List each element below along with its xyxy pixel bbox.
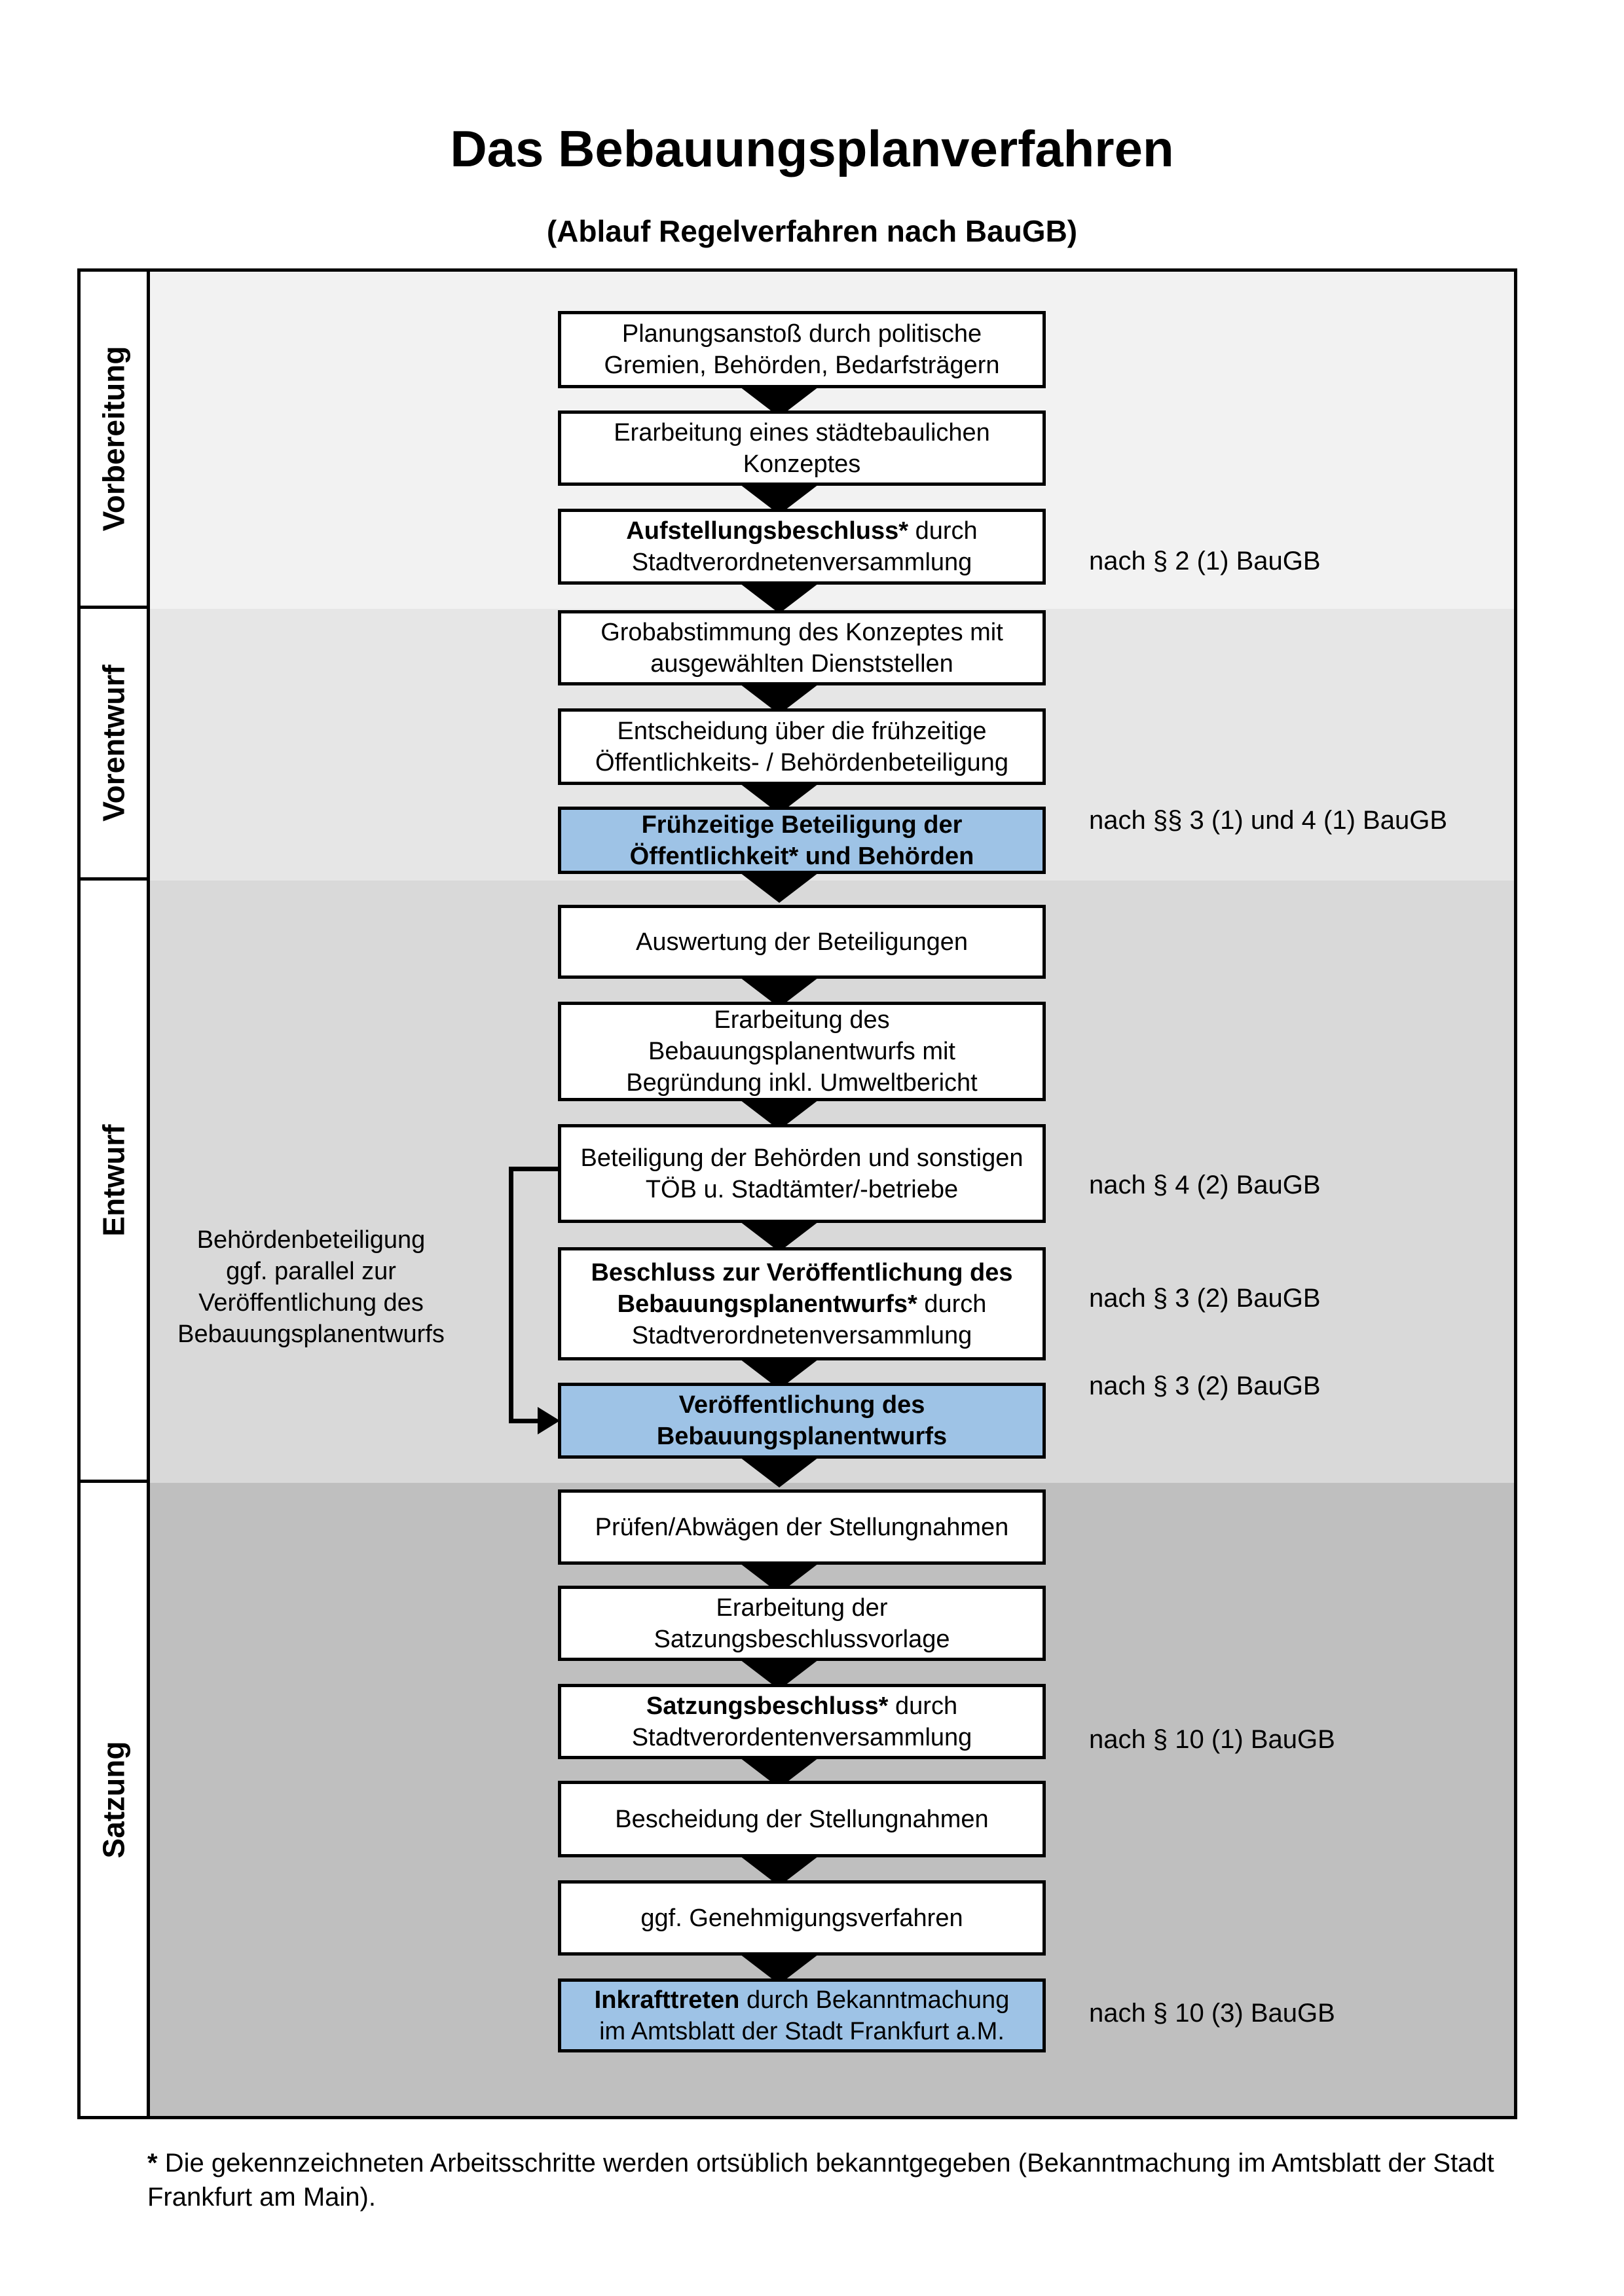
step-text-satzungsbeschluss: Satzungsbeschluss* — [646, 1692, 889, 1720]
phase-label-satzung: Satzung — [96, 1741, 131, 1858]
step-text-planungsanstoss: Planungsanstoß durch politische Gremien,… — [604, 320, 1000, 379]
law-ref-behoerdenbeteiligung: nach § 4 (2) BauGB — [1089, 1171, 1321, 1199]
phase-cell-satzung: Satzung — [81, 1483, 147, 2116]
step-text-satzungsbeschluss: durch Stadtverordentenversammlung — [631, 1692, 972, 1751]
step-box-satzungsbeschluss: Satzungsbeschluss* durch Stadtverordente… — [558, 1684, 1046, 1759]
step-text-veroeffentlichung-entwurf: Veröffentlichung des Bebauungsplanentwur… — [656, 1391, 948, 1450]
law-ref-aufstellungsbeschluss: nach § 2 (1) BauGB — [1089, 547, 1321, 575]
law-ref-satzungsbeschluss: nach § 10 (1) BauGB — [1089, 1725, 1335, 1754]
step-box-aufstellungsbeschluss: Aufstellungsbeschluss* durch Stadtverord… — [558, 509, 1046, 585]
step-text-bescheidung: Bescheidung der Stellungnahmen — [615, 1805, 989, 1833]
footnote-text: Die gekennzeichneten Arbeitsschritte wer… — [147, 2149, 1494, 2212]
step-text-auswertung-beteiligungen: Auswertung der Beteiligungen — [635, 928, 968, 956]
parallel-connector-bottom-segment — [509, 1419, 539, 1423]
step-text-inkrafttreten: Inkrafttreten — [594, 1986, 740, 2014]
step-box-satzungsbeschlussvorlage: Erarbeitung der Satzungsbeschlussvorlage — [558, 1586, 1046, 1661]
phase-label-vorbereitung: Vorbereitung — [96, 346, 131, 532]
step-text-genehmigungsverfahren: ggf. Genehmigungsverfahren — [640, 1904, 963, 1932]
step-box-veroeffentlichungsbeschluss: Beschluss zur Veröffentlichung des Bebau… — [558, 1247, 1046, 1360]
step-box-erarbeitung-entwurf: Erarbeitung des Bebauungsplanentwurfs mi… — [558, 1002, 1046, 1101]
step-text-pruefen-abwaegen: Prüfen/Abwägen der Stellungnahmen — [595, 1513, 1009, 1541]
step-box-inkrafttreten: Inkrafttreten durch Bekanntmachung im Am… — [558, 1978, 1046, 2052]
step-box-grobabstimmung: Grobabstimmung des Konzeptes mit ausgewä… — [558, 610, 1046, 685]
page-title: Das Bebauungsplanverfahren — [450, 120, 1174, 177]
step-box-genehmigungsverfahren: ggf. Genehmigungsverfahren — [558, 1880, 1046, 1956]
flow-arrow-down-icon — [740, 583, 819, 613]
step-text-satzungsbeschlussvorlage: Erarbeitung der Satzungsbeschlussvorlage — [654, 1594, 950, 1653]
parallel-procedure-note: Behördenbeteiligung ggf. parallel zur Ve… — [177, 1226, 445, 1348]
step-box-planungsanstoss: Planungsanstoß durch politische Gremien,… — [558, 311, 1046, 388]
phase-cell-vorbereitung: Vorbereitung — [81, 272, 147, 609]
step-box-auswertung-beteiligungen: Auswertung der Beteiligungen — [558, 905, 1046, 979]
parallel-connector-arrowhead-icon — [538, 1407, 560, 1434]
page-subtitle: (Ablauf Regelverfahren nach BauGB) — [546, 214, 1078, 248]
step-box-entscheidung-beteiligung: Entscheidung über die frühzeitige Öffent… — [558, 708, 1046, 785]
law-ref-veroeffentlichungsbeschluss: nach § 3 (2) BauGB — [1089, 1284, 1321, 1313]
step-text-veroeffentlichungsbeschluss: Beschluss zur Veröffentlichung des Bebau… — [591, 1258, 1013, 1318]
step-box-fruehzeitige-beteiligung: Frühzeitige Beteiligung der Öffentlichke… — [558, 807, 1046, 874]
step-text-aufstellungsbeschluss: Aufstellungsbeschluss* — [626, 517, 909, 545]
step-text-entscheidung-beteiligung: Entscheidung über die frühzeitige Öffent… — [595, 717, 1008, 776]
step-box-behoerdenbeteiligung: Beteiligung der Behörden und sonstigen T… — [558, 1124, 1046, 1223]
phase-label-vorentwurf: Vorentwurf — [96, 665, 131, 822]
flow-arrow-down-icon — [740, 1222, 819, 1252]
footnote: * Die gekennzeichneten Arbeitsschritte w… — [147, 2146, 1506, 2214]
step-box-bescheidung: Bescheidung der Stellungnahmen — [558, 1781, 1046, 1857]
footnote-marker: * — [147, 2149, 158, 2178]
phase-cell-entwurf: Entwurf — [81, 881, 147, 1483]
step-box-pruefen-abwaegen: Prüfen/Abwägen der Stellungnahmen — [558, 1489, 1046, 1565]
flow-arrow-down-icon — [740, 873, 819, 903]
step-text-staedtebauliches-konzept: Erarbeitung eines städtebaulichen Konzep… — [614, 418, 990, 478]
step-text-aufstellungsbeschluss: durch Stadtverordnetenversammlung — [631, 517, 978, 576]
step-box-veroeffentlichung-entwurf: Veröffentlichung des Bebauungsplanentwur… — [558, 1383, 1046, 1459]
step-box-staedtebauliches-konzept: Erarbeitung eines städtebaulichen Konzep… — [558, 410, 1046, 486]
step-text-inkrafttreten: durch Bekanntmachung im Amtsblatt der St… — [599, 1986, 1010, 2045]
step-text-veroeffentlichungsbeschluss: durch Stadtverordnetenversammlung — [631, 1290, 987, 1349]
parallel-connector-top-segment — [509, 1167, 558, 1171]
law-ref-veroeffentlichung-entwurf: nach § 3 (2) BauGB — [1089, 1372, 1321, 1400]
step-text-grobabstimmung: Grobabstimmung des Konzeptes mit ausgewä… — [600, 618, 1003, 678]
flow-arrow-down-icon — [740, 1457, 819, 1487]
step-text-fruehzeitige-beteiligung: Frühzeitige Beteiligung der Öffentlichke… — [629, 811, 974, 870]
step-text-erarbeitung-entwurf: Erarbeitung des Bebauungsplanentwurfs mi… — [626, 1006, 978, 1097]
phase-cell-vorentwurf: Vorentwurf — [81, 609, 147, 881]
law-ref-fruehzeitige-beteiligung: nach §§ 3 (1) und 4 (1) BauGB — [1089, 806, 1447, 835]
parallel-connector-vertical-segment — [509, 1167, 513, 1423]
step-text-behoerdenbeteiligung: Beteiligung der Behörden und sonstigen T… — [580, 1144, 1024, 1203]
law-ref-inkrafttreten: nach § 10 (3) BauGB — [1089, 1999, 1335, 2028]
phase-label-entwurf: Entwurf — [96, 1123, 131, 1237]
